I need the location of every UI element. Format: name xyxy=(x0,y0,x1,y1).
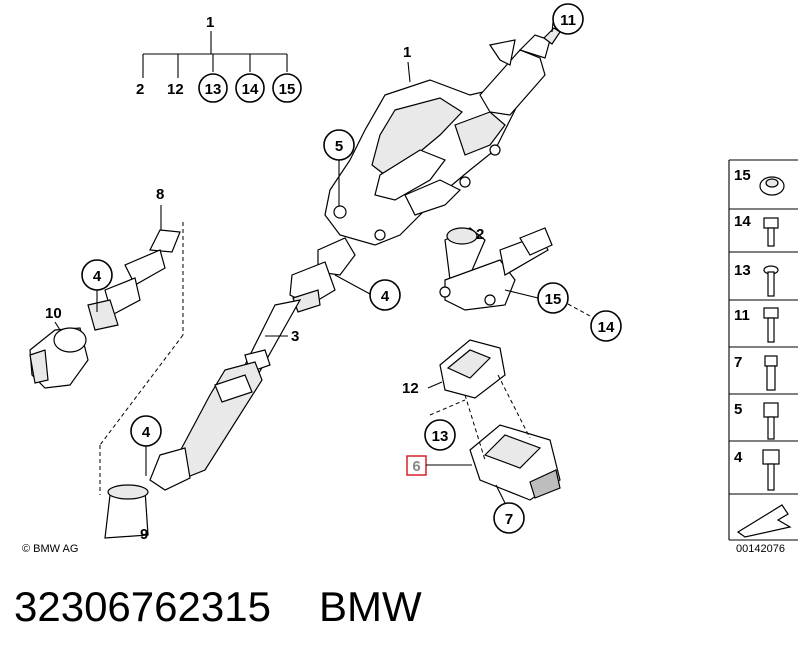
callout-14-motor: 14 xyxy=(598,319,615,336)
diagram-number: 00142076 xyxy=(736,543,785,555)
callout-7: 7 xyxy=(505,511,513,528)
callout-12-sub: 12 xyxy=(167,81,184,98)
callout-5: 5 xyxy=(335,138,343,155)
parts-diagram: 1 2 12 13 14 15 1 11 xyxy=(22,3,798,555)
callout-1-column: 1 xyxy=(403,44,411,61)
caption: 32306762315 BMW xyxy=(14,582,422,632)
callout-12-unit: 12 xyxy=(402,380,419,397)
legend-item-13: 13 xyxy=(734,262,751,279)
callout-4-mid: 4 xyxy=(381,288,390,305)
bottom-sleeve xyxy=(104,484,149,539)
callout-15-motor: 15 xyxy=(545,291,562,308)
callout-4-bottom: 4 xyxy=(142,424,151,441)
legend-item-14: 14 xyxy=(734,213,751,230)
callout-11-circle xyxy=(552,3,584,35)
callout-14-circle xyxy=(235,73,265,103)
callout-7-circle xyxy=(493,502,525,534)
callout-13-unit-circle xyxy=(424,419,456,451)
callout-13-circle xyxy=(198,73,228,103)
callout-15-sub: 15 xyxy=(279,81,296,98)
callout-4-left: 4 xyxy=(93,268,102,285)
part-group-tree: 1 2 12 13 14 15 xyxy=(136,14,302,103)
callout-1-top: 1 xyxy=(206,14,214,31)
legend-item-5: 5 xyxy=(734,401,742,418)
callout-2-sub: 2 xyxy=(136,81,144,98)
callout-10: 10 xyxy=(45,305,62,322)
callout-8: 8 xyxy=(156,186,164,203)
callout-13-sub: 13 xyxy=(205,81,222,98)
callout-11: 11 xyxy=(560,12,576,29)
callout-14-sub: 14 xyxy=(242,81,259,98)
legend-item-7: 7 xyxy=(734,354,742,371)
part-number: 32306762315 xyxy=(14,583,271,630)
callout-6: 6 xyxy=(412,458,420,475)
adjustment-motor xyxy=(439,227,553,311)
callout-9: 9 xyxy=(140,526,148,543)
legend-item-4: 4 xyxy=(734,449,743,466)
intermediate-shaft xyxy=(149,237,356,491)
legend-item-15: 15 xyxy=(734,167,751,184)
callout-15-circle xyxy=(272,73,302,103)
callout-14-motor-circle xyxy=(590,310,622,342)
legend-item-11: 11 xyxy=(734,307,750,324)
callout-2-motor: 2 xyxy=(476,226,484,243)
steering-column-housing xyxy=(324,27,561,246)
control-unit-group xyxy=(429,339,561,501)
callout-3: 3 xyxy=(291,328,299,345)
brand-name: BMW xyxy=(318,583,422,630)
callout-4-mid-circle xyxy=(369,279,401,311)
callout-13-unit: 13 xyxy=(432,428,449,445)
left-detail-group xyxy=(29,222,184,495)
copyright: © BMW AG xyxy=(22,543,78,555)
legend-panel: 15 14 13 11 7 5 4 00142076 xyxy=(728,159,798,555)
